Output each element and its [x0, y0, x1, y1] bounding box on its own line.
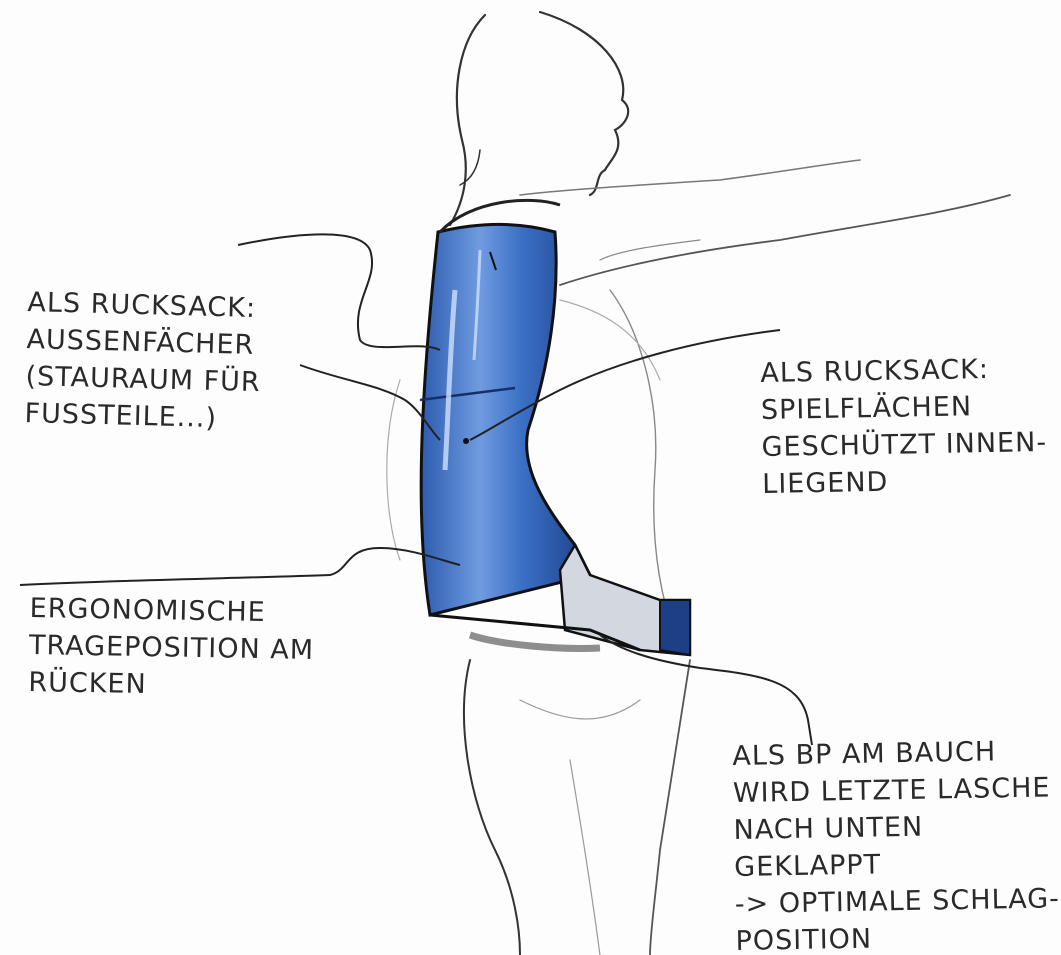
note-line: TRAGEPOSITION AM	[29, 627, 315, 669]
note-outer-pockets: ALS RUCKSACK: AUSSENFÄCHER (STAURAUM FÜR…	[24, 284, 263, 438]
note-line: ERGONOMISCHE	[29, 590, 315, 632]
note-belly: ALS BP AM BAUCH WIRD LETZTE LASCHE NACH …	[732, 732, 1061, 955]
note-playing-surfaces: ALS RUCKSACK: SPIELFLÄCHEN GESCHÜTZT INN…	[760, 350, 1048, 503]
note-ergonomic: ERGONOMISCHE TRAGEPOSITION AM RÜCKEN	[28, 590, 315, 706]
note-line: GESCHÜTZT INNEN-	[761, 424, 1047, 466]
note-line: -> OPTIMALE SCHLAG-	[735, 880, 1061, 923]
note-line: ALS RUCKSACK:	[760, 350, 1046, 392]
note-line: AUSSENFÄCHER	[26, 321, 262, 364]
note-line: (STAURAUM FÜR	[25, 358, 261, 401]
note-line: LIEGEND	[762, 461, 1048, 503]
note-line: GEKLAPPT	[734, 843, 1060, 886]
note-line: WIRD LETZTE LASCHE	[733, 769, 1059, 812]
backpack	[420, 200, 690, 655]
note-line: POSITION	[735, 917, 1061, 955]
note-line: FUSSTEILE...)	[24, 395, 260, 438]
note-line: ALS BP AM BAUCH	[732, 732, 1058, 775]
note-line: NACH UNTEN	[733, 806, 1059, 849]
note-line: SPIELFLÄCHEN	[761, 387, 1047, 429]
note-line: ALS RUCKSACK:	[27, 284, 263, 327]
note-line: RÜCKEN	[28, 664, 314, 706]
